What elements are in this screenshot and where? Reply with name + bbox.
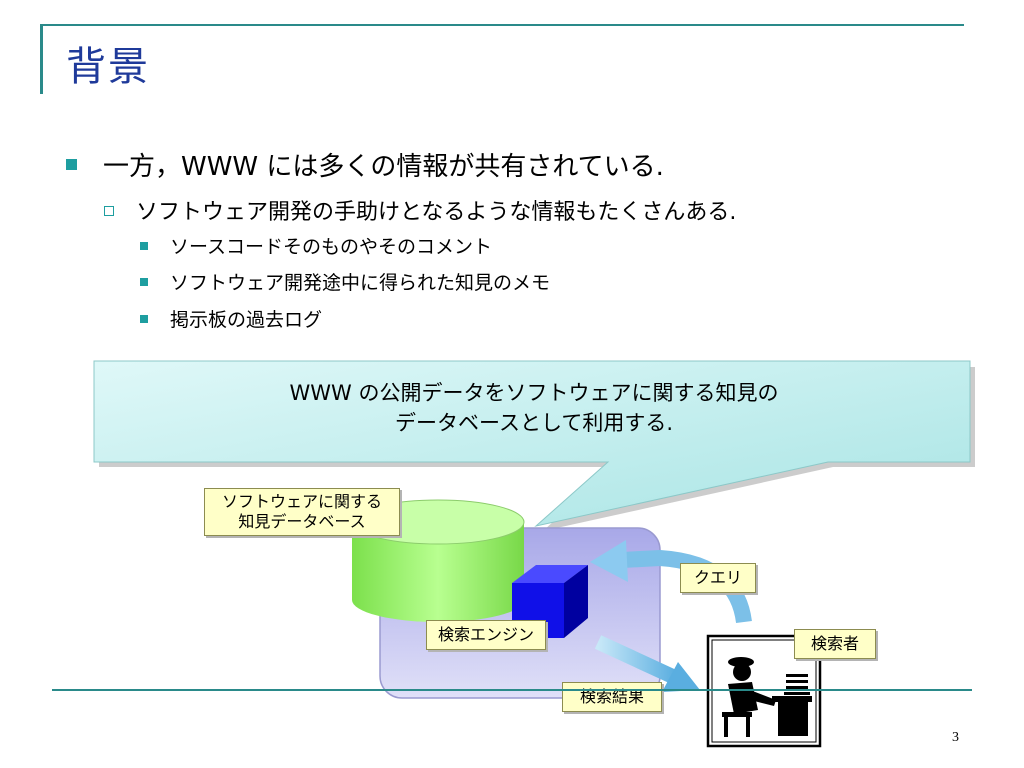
bullet-level2: ソフトウェア開発の手助けとなるような情報もたくさんある. <box>104 194 736 226</box>
bullet-text: ソースコードそのものやそのコメント <box>170 236 493 258</box>
bullet-text: ソフトウェア開発途中に得られた知見のメモ <box>170 272 551 294</box>
bullet-text: ソフトウェア開発の手助けとなるような情報もたくさんある. <box>136 200 737 225</box>
bullet-hollow-square-icon <box>104 206 114 216</box>
bullet-text: 一方，WWW には多くの情報が共有されている. <box>103 152 664 182</box>
slide-title: 背景 <box>66 44 150 90</box>
top-rule <box>40 24 964 26</box>
left-rule <box>40 24 43 94</box>
callout-line: WWW の公開データをソフトウェアに関する知見の <box>289 381 779 405</box>
bullet-text: 掲示板の過去ログ <box>170 309 323 331</box>
callout-line: データベースとして利用する. <box>395 411 673 435</box>
search-engine-label: 検索エンジン <box>426 620 546 650</box>
bullet-square-icon <box>140 277 148 286</box>
bullet-level3: ソフトウェア開発途中に得られた知見のメモ <box>140 268 550 295</box>
database-label-line: ソフトウェアに関する <box>221 492 382 511</box>
bullet-level3: ソースコードそのものやそのコメント <box>140 232 492 259</box>
bullet-level1: 一方，WWW には多くの情報が共有されている. <box>66 146 664 183</box>
callout-bubble <box>93 360 975 531</box>
query-label: クエリ <box>680 563 756 593</box>
searcher-label: 検索者 <box>794 629 876 659</box>
bullet-square-icon <box>140 241 148 250</box>
database-label: ソフトウェアに関する 知見データベース <box>204 488 400 536</box>
database-label-line: 知見データベース <box>238 512 366 531</box>
bullet-level3: 掲示板の過去ログ <box>140 305 322 332</box>
searcher-person-icon <box>706 634 822 748</box>
bullet-square-icon <box>66 159 77 170</box>
search-result-label: 検索結果 <box>562 682 662 712</box>
bullet-square-icon <box>140 314 148 323</box>
result-arrow-icon <box>594 635 700 692</box>
page-number: 3 <box>952 730 959 745</box>
bottom-rule <box>52 689 972 691</box>
callout-text: WWW の公開データをソフトウェアに関する知見の データベースとして利用する. <box>95 378 973 438</box>
